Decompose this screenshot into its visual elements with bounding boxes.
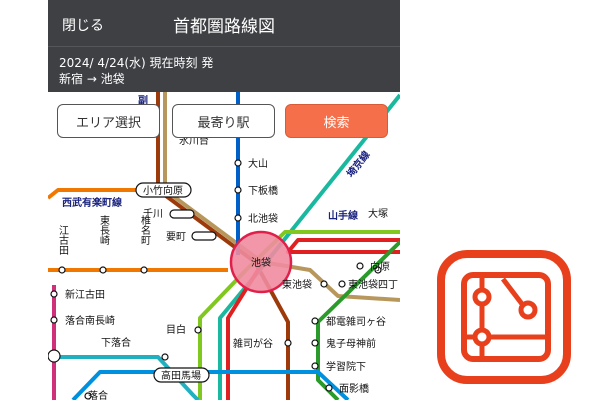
station-mukohara[interactable]: 向原 — [370, 260, 390, 273]
nearest-station-button[interactable]: 最寄り駅 — [172, 104, 275, 138]
station-ikebukuro[interactable]: 池袋 — [251, 256, 271, 269]
page-title: 首都圏路線図 — [173, 17, 275, 37]
station-takadanobaba[interactable]: 高田馬場 — [161, 369, 201, 382]
station-oyama[interactable]: 大山 — [248, 157, 268, 170]
line-tozai — [71, 370, 350, 400]
area-select-button[interactable]: エリア選択 — [57, 104, 160, 138]
search-button[interactable]: 検索 — [285, 104, 388, 138]
close-button[interactable]: 閉じる — [62, 18, 104, 34]
line-marunouchi — [286, 238, 400, 254]
station-kitaikebukuro[interactable]: 北池袋 — [248, 212, 278, 225]
station-kishibojinmae[interactable]: 鬼子母神前 — [326, 337, 376, 350]
station-kanamecho[interactable]: 要町 — [166, 231, 186, 243]
station-gakushuinshita[interactable]: 学習院下 — [326, 360, 366, 373]
station-higashiikebukuro4[interactable]: 東池袋四丁 — [348, 278, 398, 291]
station-higashiikebukuro[interactable]: 東池袋 — [282, 278, 312, 291]
line-label-yamanote: 山手線 — [328, 209, 358, 222]
line-label-saikyo: 埼京線 — [344, 148, 373, 180]
station-shinegota[interactable]: 新江古田 — [65, 288, 105, 301]
route-map-icon — [437, 250, 571, 384]
station-otsuka[interactable]: 大塚 — [368, 207, 388, 220]
station-senkawa[interactable]: 千川 — [143, 208, 163, 220]
station-higashinagasaki[interactable]: 東長崎 — [98, 214, 110, 245]
station-ikebukuro-marker[interactable] — [229, 230, 293, 294]
station-shimoochiai[interactable]: 下落合 — [101, 336, 131, 349]
route-map-screen: 池袋 副 埼京線 西武有楽町線 山手線 氷川台 小竹向原 高田馬場 大山 下板橋… — [48, 0, 400, 400]
route-info-bar: 2024/ 4/24(水) 現在時刻 発 新宿 → 池袋 — [48, 47, 400, 92]
station-omokagebashi[interactable]: 面影橋 — [339, 382, 369, 395]
departure-datetime: 2024/ 4/24(水) 現在時刻 発 — [59, 56, 214, 70]
line-label-seibu: 西武有楽町線 — [62, 196, 122, 209]
header-bar: 閉じる 首都圏路線図 — [48, 0, 400, 47]
station-shimoitabashi[interactable]: 下板橋 — [248, 184, 278, 197]
station-kotakemukaihara[interactable]: 小竹向原 — [143, 184, 183, 197]
line-seibu-upper — [48, 188, 138, 200]
station-mejiro[interactable]: 目白 — [166, 323, 186, 336]
station-shiinamachi[interactable]: 椎名町 — [139, 214, 151, 245]
station-zoshigaya[interactable]: 雑司が谷 — [233, 337, 273, 350]
line-label-fukutoshin: 副 — [138, 94, 148, 107]
station-ekoda[interactable]: 江古田 — [57, 225, 69, 255]
route-summary: 新宿 → 池袋 — [59, 72, 125, 86]
station-ochiai[interactable]: 落合 — [88, 389, 108, 400]
route-map[interactable]: 池袋 副 埼京線 西武有楽町線 山手線 氷川台 小竹向原 高田馬場 大山 下板橋… — [48, 0, 400, 400]
station-toden-zoshigaya[interactable]: 都電雑司ヶ谷 — [326, 315, 386, 328]
station-ochiaiminaminagasaki[interactable]: 落合南長崎 — [65, 314, 115, 327]
